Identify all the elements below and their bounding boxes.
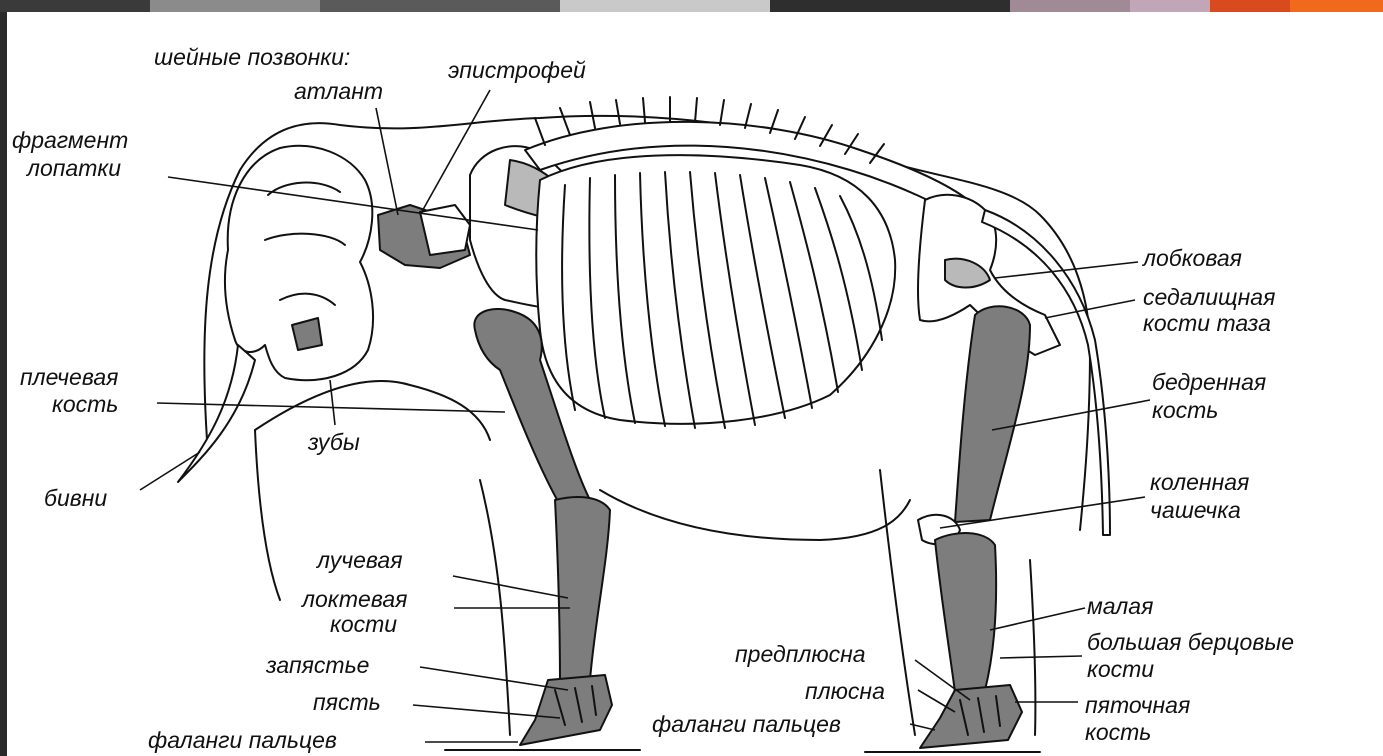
belly-outline [600, 490, 910, 540]
label-fibula: малая [1087, 594, 1153, 619]
label-tibia-line1: большая берцовые [1087, 630, 1294, 655]
label-metatarsus: плюсна [805, 679, 885, 704]
label-humerus-line1: плечевая [20, 365, 118, 390]
label-calcaneus-line2: кость [1085, 720, 1151, 745]
rear-foot [920, 685, 1022, 748]
label-scapula-line2: лопатки [27, 156, 121, 181]
label-axis: эпистрофей [448, 58, 586, 83]
label-pubis: лобковая [1143, 246, 1242, 271]
label-scapula-line1: фрагмент [12, 128, 128, 153]
label-front-phalanges: фаланги пальцев [148, 728, 337, 753]
label-teeth: зубы [308, 430, 360, 455]
label-ulna-line1: локтевая [302, 587, 407, 612]
label-ischium-line1: седалищная [1143, 285, 1275, 310]
label-atlas: атлант [294, 79, 383, 104]
label-tarsus: предплюсна [735, 642, 866, 667]
label-humerus-line2: кость [52, 392, 118, 417]
foreleg-outline [255, 430, 280, 600]
radius-ulna [555, 497, 610, 685]
hindleg-outline [880, 470, 915, 735]
hindleg-back-outline [1030, 560, 1035, 735]
label-cervical-vertebrae: шейные позвонки: [154, 45, 350, 70]
tusk [178, 345, 255, 482]
label-tibia-line2: кости [1087, 657, 1154, 682]
label-patella-line1: коленная [1150, 470, 1249, 495]
label-femur-line2: кость [1152, 398, 1218, 423]
label-ulna-line2: кости [330, 612, 397, 637]
tibia-fibula [935, 533, 996, 692]
front-foot [520, 675, 612, 745]
label-tusks: бивни [44, 486, 107, 511]
label-carpus: запястье [266, 653, 369, 678]
femur [955, 306, 1030, 522]
teeth [292, 318, 322, 350]
label-patella-line2: чашечка [1150, 498, 1241, 523]
label-rear-phalanges: фаланги пальцев [652, 712, 841, 737]
label-radius: лучевая [317, 548, 403, 573]
label-metacarpus: пясть [313, 690, 381, 715]
label-calcaneus-line1: пяточная [1085, 693, 1190, 718]
label-femur-line1: бедренная [1152, 370, 1266, 395]
label-ischium-line2: кости таза [1143, 311, 1271, 336]
